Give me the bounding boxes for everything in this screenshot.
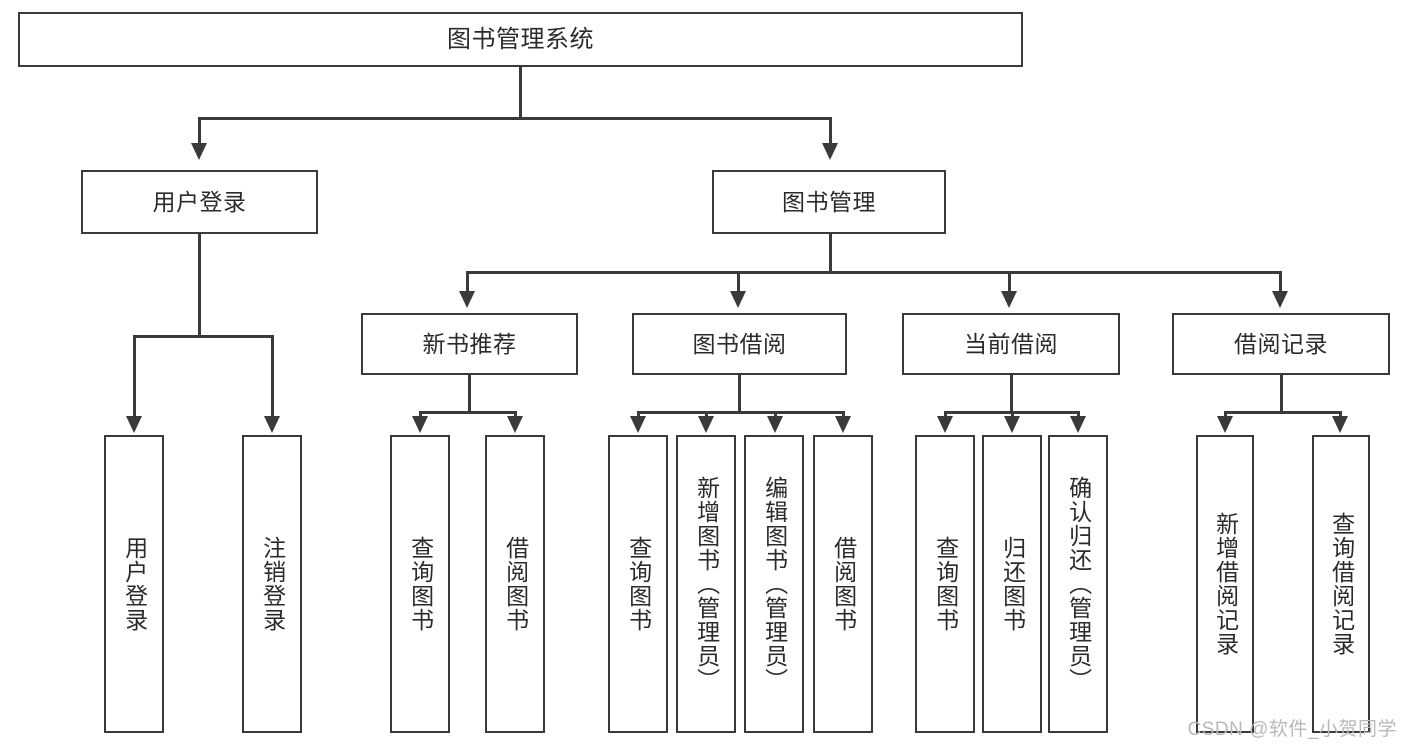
- arrow-br-1: [1217, 416, 1233, 433]
- connector-drop-cb-3: [1077, 411, 1080, 419]
- arrow-cb-3: [1070, 416, 1086, 433]
- arrow-book-management: [822, 143, 838, 160]
- node-label: 图书管理: [782, 188, 876, 215]
- node-new-book-recommend[interactable]: 新书推荐: [361, 313, 578, 375]
- node-label: 编辑图书（管理员）: [761, 476, 788, 692]
- node-leaf-borrow-book[interactable]: 借阅图书: [813, 435, 873, 733]
- node-label: 新增借阅记录: [1212, 512, 1239, 656]
- arrow-cb-1: [937, 416, 953, 433]
- arrow-new-book: [459, 291, 475, 308]
- node-label: 用户登录: [152, 188, 247, 215]
- arrow-book-borrow: [730, 291, 746, 308]
- node-book-borrow[interactable]: 图书借阅: [632, 313, 847, 375]
- node-leaf-edit-book-admin[interactable]: 编辑图书（管理员）: [744, 435, 804, 733]
- connector-drop-new-book-1: [419, 411, 422, 419]
- node-leaf-query-borrow-record[interactable]: 查询借阅记录: [1312, 435, 1370, 733]
- arrow-current-borrow: [1001, 291, 1017, 308]
- arrow-borrow-record: [1272, 291, 1288, 308]
- arrow-user-login: [191, 143, 207, 160]
- node-label: 确认归还（管理员）: [1065, 476, 1092, 692]
- node-label: 查询借阅记录: [1328, 512, 1355, 656]
- arrow-cb-2: [1004, 416, 1020, 433]
- arrow-bb-3: [767, 416, 783, 433]
- connector-book-management-stem: [829, 234, 832, 273]
- node-leaf-query-book-borrow[interactable]: 查询图书: [608, 435, 668, 733]
- connector-root-stem: [519, 67, 522, 118]
- connector-book-borrow-bus: [637, 411, 843, 414]
- connector-drop-new-book: [466, 271, 469, 293]
- node-label: 注销登录: [259, 536, 286, 632]
- connector-drop-book-borrow: [737, 271, 740, 293]
- node-label: 图书借阅: [692, 330, 787, 357]
- connector-drop-br-1: [1224, 411, 1227, 419]
- connector-drop-bb-2: [705, 411, 708, 419]
- connector-user-login-stem: [198, 234, 201, 336]
- node-leaf-query-book-recommend[interactable]: 查询图书: [390, 435, 450, 733]
- arrow-new-book-1: [412, 416, 428, 433]
- node-label: 借阅记录: [1234, 330, 1328, 357]
- connector-level2-bus: [466, 271, 1281, 274]
- connector-drop-user-login-1: [133, 335, 136, 418]
- connector-new-book-stem: [468, 375, 471, 413]
- node-leaf-logout[interactable]: 注销登录: [242, 435, 302, 733]
- connector-drop-user-login-2: [271, 335, 274, 418]
- node-leaf-borrow-book-recommend[interactable]: 借阅图书: [485, 435, 545, 733]
- node-label: 新书推荐: [422, 330, 517, 357]
- connector-borrow-record-stem: [1280, 375, 1283, 413]
- node-leaf-return-book[interactable]: 归还图书: [982, 435, 1042, 733]
- arrow-bb-1: [630, 416, 646, 433]
- connector-drop-current-borrow: [1008, 271, 1011, 293]
- node-root-book-management-system[interactable]: 图书管理系统: [18, 12, 1023, 67]
- node-leaf-user-login[interactable]: 用户登录: [104, 435, 164, 733]
- connector-book-borrow-stem: [738, 375, 741, 413]
- csdn-watermark: CSDN @软件_小贺同学: [1187, 719, 1397, 740]
- connector-drop-bb-4: [842, 411, 845, 419]
- connector-drop-cb-2: [1011, 411, 1014, 419]
- connector-new-book-bus: [419, 411, 517, 414]
- node-current-borrow[interactable]: 当前借阅: [902, 313, 1120, 375]
- connector-drop-bb-3: [774, 411, 777, 419]
- connector-drop-book-management: [829, 117, 832, 145]
- arrow-user-login-2: [264, 416, 280, 433]
- node-label: 查询图书: [407, 536, 434, 632]
- node-label: 当前借阅: [964, 330, 1058, 357]
- connector-drop-new-book-2: [514, 411, 517, 419]
- connector-drop-cb-1: [944, 411, 947, 419]
- node-leaf-add-book-admin[interactable]: 新增图书（管理员）: [676, 435, 736, 733]
- arrow-user-login-1: [126, 416, 142, 433]
- connector-drop-br-2: [1339, 411, 1342, 419]
- connector-user-login-bus: [133, 335, 271, 338]
- connector-level1-bus: [198, 117, 832, 120]
- connector-borrow-record-bus: [1224, 411, 1341, 414]
- connector-current-borrow-stem: [1010, 375, 1013, 413]
- node-label: 新增图书（管理员）: [693, 476, 720, 692]
- node-label: 归还图书: [999, 536, 1026, 632]
- node-leaf-query-book-current[interactable]: 查询图书: [915, 435, 975, 733]
- connector-drop-bb-1: [637, 411, 640, 419]
- connector-drop-user-login: [198, 117, 201, 145]
- arrow-br-2: [1332, 416, 1348, 433]
- node-label: 借阅图书: [502, 536, 529, 632]
- node-label: 用户登录: [121, 536, 148, 632]
- node-label: 查询图书: [932, 536, 959, 632]
- node-leaf-add-borrow-record[interactable]: 新增借阅记录: [1196, 435, 1254, 733]
- node-book-management[interactable]: 图书管理: [712, 170, 946, 234]
- arrow-bb-2: [698, 416, 714, 433]
- node-label: 借阅图书: [830, 536, 857, 632]
- node-label: 图书管理系统: [447, 25, 594, 53]
- node-label: 查询图书: [625, 536, 652, 632]
- node-leaf-confirm-return-admin[interactable]: 确认归还（管理员）: [1048, 435, 1108, 733]
- node-user-login[interactable]: 用户登录: [81, 170, 318, 234]
- arrow-bb-4: [835, 416, 851, 433]
- node-borrow-record[interactable]: 借阅记录: [1172, 313, 1390, 375]
- arrow-new-book-2: [507, 416, 523, 433]
- connector-drop-borrow-record: [1279, 271, 1282, 293]
